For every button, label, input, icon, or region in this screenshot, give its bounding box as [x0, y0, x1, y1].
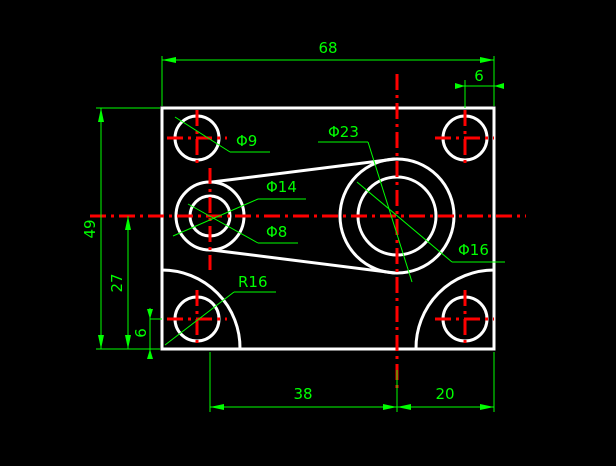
- dim-overall-height: 49: [81, 219, 99, 238]
- plate-outline: [160, 106, 496, 351]
- tangent-line-top: [211, 157, 396, 184]
- dim-right-spacing: 20: [435, 385, 454, 403]
- callout-boss-outer: Φ14: [266, 178, 297, 196]
- callout-corner-hole: Φ9: [236, 132, 257, 150]
- dimension-lines: [96, 56, 505, 412]
- part-geometry: [160, 106, 496, 351]
- callout-big-hole: Φ23: [328, 123, 359, 141]
- dim-hole-spacing: 38: [293, 385, 312, 403]
- callout-corner-radius: R16: [238, 273, 268, 291]
- dim-center-height: 27: [108, 273, 126, 292]
- callout-big-boss: Φ16: [458, 241, 489, 259]
- tangent-line-bottom: [211, 248, 396, 275]
- corner-arc-bottom-left: [161, 268, 242, 350]
- dimension-arrows: [98, 57, 504, 410]
- dim-corner-offset: 6: [474, 67, 484, 85]
- centerlines: [90, 74, 526, 392]
- dim-bottom-offset: 6: [132, 328, 150, 338]
- corner-arc-bottom-right: [414, 268, 495, 350]
- callout-boss-inner: Φ8: [266, 223, 287, 241]
- dim-overall-width: 68: [318, 39, 337, 57]
- big-boss-outer: [338, 157, 456, 275]
- dimension-text: 68 6 49 27 6 38 20 Φ9 Φ23 Φ14 Φ8 Φ16 R16: [81, 39, 489, 403]
